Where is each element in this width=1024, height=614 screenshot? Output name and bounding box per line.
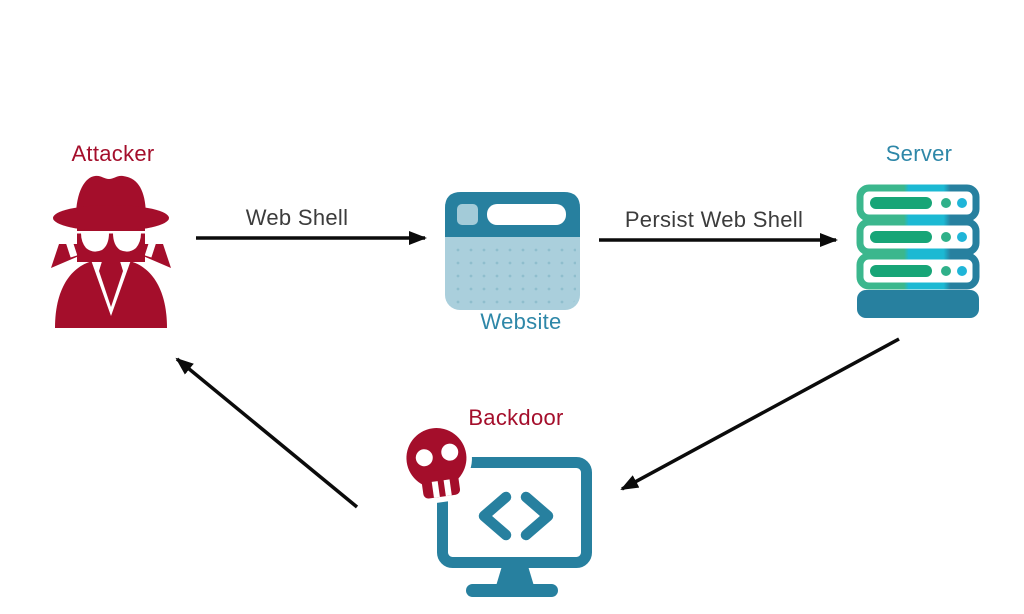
- skull-teeth-gap: [431, 481, 440, 498]
- skull-teeth-gap: [443, 479, 452, 497]
- backdoor-label: Backdoor: [468, 405, 564, 430]
- website-label: Website: [480, 309, 562, 334]
- browser-menu-square: [457, 204, 478, 225]
- skull-eye: [415, 449, 433, 467]
- server-unit: [856, 252, 980, 290]
- monitor-stand: [496, 566, 534, 586]
- persist-web-shell-edge-label: Persist Web Shell: [624, 207, 804, 232]
- attacker-label: Attacker: [71, 141, 155, 166]
- server-unit: [856, 218, 980, 256]
- spy-tie: [99, 258, 123, 307]
- arrow-backdoor-to-attacker: [175, 357, 359, 509]
- browser-dot-pattern: [449, 240, 576, 306]
- skull-eye: [441, 443, 459, 461]
- server-base: [857, 290, 979, 318]
- server-unit: [856, 184, 980, 222]
- server-rack-icon: [856, 184, 980, 318]
- monitor-screen: [437, 457, 592, 568]
- spy-icon: [51, 175, 171, 328]
- arrow-server-to-backdoor: [620, 337, 900, 491]
- spy-glasses: [81, 233, 141, 252]
- skull-icon: [400, 422, 472, 505]
- web-shell-edge-label: Web Shell: [245, 205, 349, 230]
- code-brackets-icon: [478, 491, 554, 541]
- browser-address-bar: [487, 204, 566, 225]
- monitor-base: [466, 584, 558, 597]
- browser-window-icon: [445, 192, 580, 310]
- spy-hat-brim: [53, 205, 169, 231]
- monitor-code-icon: [437, 457, 592, 597]
- server-label: Server: [885, 141, 953, 166]
